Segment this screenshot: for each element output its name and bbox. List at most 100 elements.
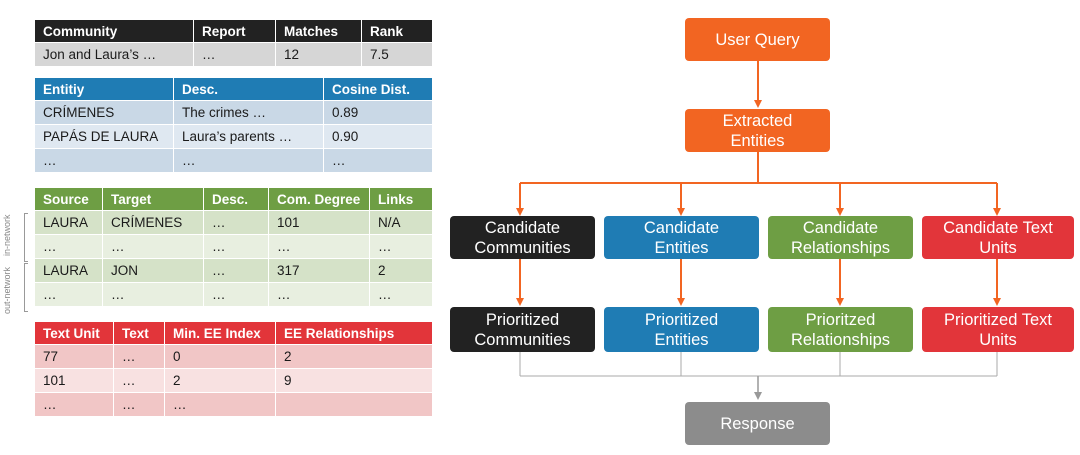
table-cell: … <box>370 282 432 306</box>
prioritized-communities-box: Prioritized Communities <box>450 307 595 352</box>
table-cell: … <box>324 148 432 172</box>
table-cell: … <box>114 392 165 416</box>
response-box: Response <box>685 402 830 445</box>
table-cell: 317 <box>269 258 370 282</box>
column-header: Min. EE Index <box>165 322 276 344</box>
relationship-table: Source Target Desc. Com. Degree Links LA… <box>35 188 432 306</box>
extracted-entities-label-line2: Entities <box>730 131 785 150</box>
table-cell: The crimes … <box>174 100 324 124</box>
table-cell: … <box>35 282 103 306</box>
table-cell: 77 <box>35 344 114 368</box>
table-cell: 2 <box>165 368 276 392</box>
prioritized-entities-label-line2: Entities <box>654 330 709 349</box>
out-network-bracket <box>24 263 28 312</box>
table-header-row: Community Report Matches Rank <box>35 20 432 42</box>
table-row: LAURA JON … 317 2 <box>35 258 432 282</box>
candidate-text-units-label-line2: Units <box>979 238 1017 257</box>
column-header: Matches <box>276 20 362 42</box>
table-cell: … <box>114 368 165 392</box>
table-cell: JON <box>103 258 204 282</box>
column-header: Text Unit <box>35 322 114 344</box>
candidate-communities-box: Candidate Communities <box>450 216 595 259</box>
table-cell: … <box>35 148 174 172</box>
column-header: Rank <box>362 20 432 42</box>
column-header: Text <box>114 322 165 344</box>
table-cell: … <box>269 234 370 258</box>
prioritized-relationships-label-line2: Relationships <box>790 330 891 349</box>
table-cell: 0 <box>165 344 276 368</box>
table-row: … … … … … <box>35 282 432 306</box>
table-cell: 9 <box>276 368 432 392</box>
table-cell: … <box>103 234 204 258</box>
table-cell: … <box>103 282 204 306</box>
table-cell: … <box>114 344 165 368</box>
table-cell: … <box>165 392 276 416</box>
entity-table: Entitiy Desc. Cosine Dist. CRÍMENES The … <box>35 78 432 172</box>
table-row: … … … … … <box>35 234 432 258</box>
prioritized-text-units-label-line1: Prioritized Text <box>944 310 1052 329</box>
table-cell <box>276 392 432 416</box>
table-cell: … <box>204 258 269 282</box>
column-header: Entitiy <box>35 78 174 100</box>
table-cell: … <box>204 234 269 258</box>
table-cell: PAPÁS DE LAURA <box>35 124 174 148</box>
table-cell: LAURA <box>35 258 103 282</box>
user-query-label: User Query <box>715 30 800 49</box>
column-header: Community <box>35 20 194 42</box>
table-cell: 101 <box>35 368 114 392</box>
table-header-row: Entitiy Desc. Cosine Dist. <box>35 78 432 100</box>
column-header: Cosine Dist. <box>324 78 432 100</box>
candidate-text-units-box: Candidate Text Units <box>922 216 1074 259</box>
candidate-relationships-label-line2: Relationships <box>790 238 891 257</box>
candidate-entities-label-line1: Candidate <box>643 218 720 237</box>
table-cell: 2 <box>276 344 432 368</box>
response-label: Response <box>720 414 795 433</box>
table-header-row: Source Target Desc. Com. Degree Links <box>35 188 432 210</box>
prioritized-communities-label-line2: Communities <box>474 330 571 349</box>
table-cell: 101 <box>269 210 370 234</box>
column-header: Links <box>370 188 432 210</box>
community-table: Community Report Matches Rank Jon and La… <box>35 20 432 66</box>
column-header: Report <box>194 20 276 42</box>
candidate-relationships-label-line1: Candidate <box>802 218 879 237</box>
column-header: Source <box>35 188 103 210</box>
table-cell: 0.90 <box>324 124 432 148</box>
prioritized-communities-label-line1: Prioritized <box>485 310 560 329</box>
table-cell: 7.5 <box>362 42 432 66</box>
prioritized-text-units-box: Prioritized Text Units <box>922 307 1074 352</box>
prioritized-text-units-label-line2: Units <box>979 330 1017 349</box>
table-row: Jon and Laura’s … … 12 7.5 <box>35 42 432 66</box>
table-cell: … <box>370 234 432 258</box>
table-row: 101 … 2 9 <box>35 368 432 392</box>
table-cell: … <box>35 234 103 258</box>
table-header-row: Text Unit Text Min. EE Index EE Relation… <box>35 322 432 344</box>
prioritized-relationships-box: Prioritzed Relationships <box>768 307 913 352</box>
extracted-entities-box: Extracted Entities <box>685 109 830 152</box>
user-query-box: User Query <box>685 18 830 61</box>
column-header: Desc. <box>174 78 324 100</box>
table-cell: CRÍMENES <box>103 210 204 234</box>
extracted-entities-label-line1: Extracted <box>722 111 793 130</box>
table-cell: Jon and Laura’s … <box>35 42 194 66</box>
table-cell: 2 <box>370 258 432 282</box>
table-row: PAPÁS DE LAURA Laura’s parents … 0.90 <box>35 124 432 148</box>
prioritized-entities-box: Prioritized Entities <box>604 307 759 352</box>
column-header: Target <box>103 188 204 210</box>
column-header: Desc. <box>204 188 269 210</box>
table-row: LAURA CRÍMENES … 101 N/A <box>35 210 432 234</box>
table-cell: Laura’s parents … <box>174 124 324 148</box>
table-cell: N/A <box>370 210 432 234</box>
prioritized-entities-label-line1: Prioritized <box>644 310 719 329</box>
table-cell: … <box>35 392 114 416</box>
table-cell: … <box>204 282 269 306</box>
table-row: 77 … 0 2 <box>35 344 432 368</box>
table-cell: 12 <box>276 42 362 66</box>
prioritized-relationships-label-line1: Prioritzed <box>805 310 876 329</box>
candidate-text-units-label-line1: Candidate Text <box>943 218 1053 237</box>
candidate-relationships-box: Candidate Relationships <box>768 216 913 259</box>
table-cell: … <box>194 42 276 66</box>
text-unit-table: Text Unit Text Min. EE Index EE Relation… <box>35 322 432 416</box>
table-cell: … <box>204 210 269 234</box>
candidate-communities-label-line1: Candidate <box>484 218 561 237</box>
table-row: CRÍMENES The crimes … 0.89 <box>35 100 432 124</box>
